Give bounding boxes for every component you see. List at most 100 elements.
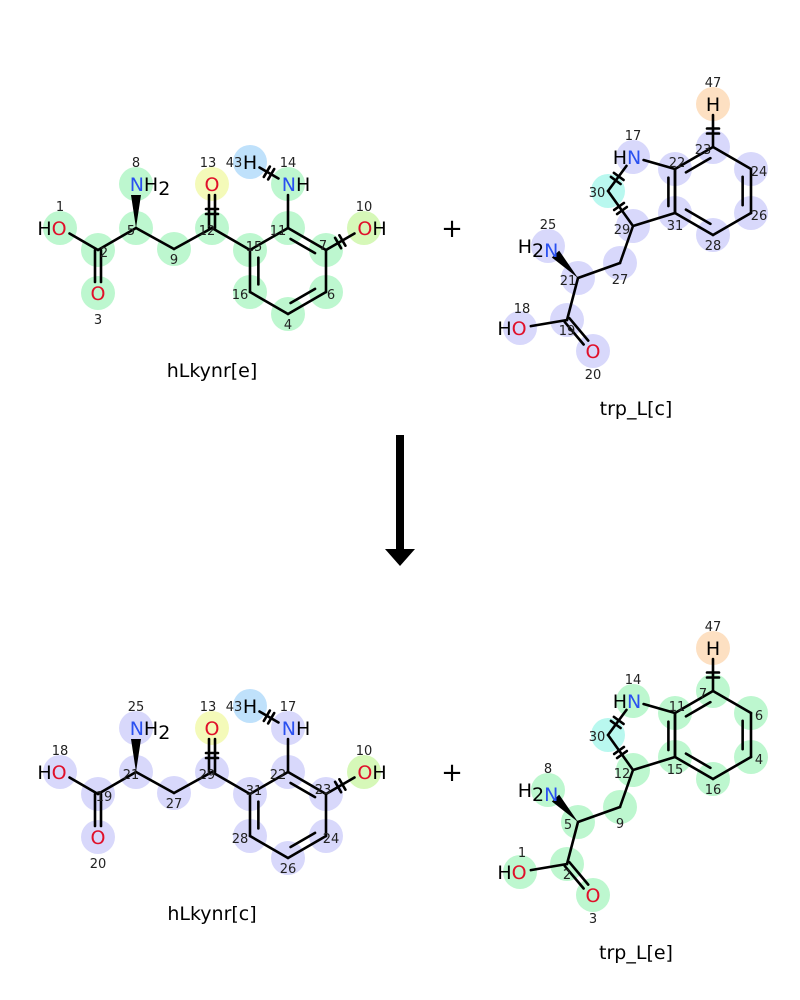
atom-number: 25 bbox=[128, 700, 145, 715]
atom-number: 21 bbox=[560, 274, 577, 289]
atom-highlight bbox=[119, 711, 153, 745]
bond bbox=[618, 224, 635, 265]
atom-c7: 23 bbox=[315, 783, 332, 798]
atom-c28: 28 bbox=[705, 239, 722, 254]
atom-number: 4 bbox=[284, 318, 292, 333]
atom-highlight bbox=[195, 167, 229, 201]
bond bbox=[172, 770, 214, 795]
atom-c30: 30 bbox=[589, 730, 606, 745]
atom-c9: 9 bbox=[170, 253, 178, 268]
atom-highlight bbox=[347, 755, 381, 789]
atom-label: HN bbox=[613, 147, 642, 169]
atom-highlight bbox=[576, 878, 610, 912]
atom-number: 31 bbox=[667, 219, 684, 234]
bond bbox=[642, 158, 677, 171]
atom-label: HO bbox=[37, 218, 66, 240]
bond bbox=[286, 834, 328, 860]
atom-number: 30 bbox=[589, 186, 606, 201]
bond bbox=[606, 189, 635, 228]
atom-number: 5 bbox=[564, 818, 572, 833]
bond bbox=[606, 733, 635, 772]
atom-number: 1 bbox=[518, 846, 526, 861]
bond bbox=[68, 232, 100, 252]
atom-c23: 7 bbox=[699, 687, 707, 702]
plus-sign-products: + bbox=[441, 758, 463, 788]
atom-c26: 26 bbox=[751, 209, 768, 224]
atom-label: H bbox=[243, 152, 257, 174]
aromatic-inner-bond bbox=[289, 237, 317, 255]
atom-label: OH bbox=[357, 762, 386, 784]
atom-o20: O20 bbox=[585, 341, 602, 383]
bond-change-mark bbox=[262, 709, 272, 723]
atom-number: 28 bbox=[232, 832, 249, 847]
bond bbox=[565, 276, 580, 322]
atom-o3: O3 bbox=[91, 283, 106, 328]
bond bbox=[618, 768, 635, 809]
atom-highlight bbox=[576, 334, 610, 368]
atom-label: NH2 bbox=[130, 174, 171, 200]
bond-change-mark bbox=[612, 201, 626, 212]
atom-c21: 21 bbox=[560, 274, 577, 289]
bond-change-mark bbox=[266, 167, 276, 181]
atom-highlight bbox=[43, 211, 77, 245]
atom-number: 31 bbox=[246, 784, 263, 799]
aromatic-inner-bond bbox=[289, 781, 317, 799]
aromatic-inner-bond bbox=[289, 831, 317, 849]
bond-change-mark bbox=[333, 780, 343, 794]
atom-c27: 9 bbox=[616, 817, 624, 832]
atom-c2: 2 bbox=[100, 246, 108, 261]
atoms: HO1819O2021NH2252729O133122NH17H4323OH10… bbox=[37, 696, 386, 877]
bond bbox=[286, 290, 328, 316]
atom-number: 8 bbox=[544, 762, 552, 777]
atom-c19: 2 bbox=[563, 868, 571, 883]
atom-highlight bbox=[696, 87, 730, 121]
bond bbox=[286, 770, 328, 796]
atom-number: 7 bbox=[699, 687, 707, 702]
atom-highlight bbox=[81, 820, 115, 854]
atom-number: 16 bbox=[232, 288, 249, 303]
bond-change-mark bbox=[338, 778, 347, 791]
bond bbox=[96, 226, 138, 252]
bond bbox=[631, 211, 677, 228]
atom-number: 43 bbox=[226, 156, 243, 171]
atom-number: 25 bbox=[540, 218, 557, 233]
atom-c4: 4 bbox=[284, 318, 292, 333]
bond bbox=[248, 834, 290, 860]
aromatic-inner-bond bbox=[289, 287, 317, 305]
atom-c22: 11 bbox=[669, 700, 686, 715]
bond-change-mark bbox=[266, 711, 276, 725]
atom-number: 27 bbox=[612, 273, 629, 288]
atom-number: 14 bbox=[625, 673, 642, 688]
bond-change-mark bbox=[609, 175, 622, 186]
atom-c29: 12 bbox=[614, 767, 631, 782]
atom-number: 15 bbox=[246, 240, 263, 255]
atom-label: NH bbox=[282, 718, 311, 740]
bond bbox=[673, 689, 715, 715]
atom-number: 6 bbox=[327, 288, 335, 303]
bond-change-mark bbox=[612, 745, 626, 756]
atom-label: O bbox=[586, 885, 601, 907]
atom-label: HO bbox=[497, 862, 526, 884]
atom-number: 15 bbox=[667, 763, 684, 778]
plus-sign-reactants: + bbox=[441, 214, 463, 244]
atom-number: 26 bbox=[280, 862, 297, 877]
atom-number: 29 bbox=[199, 768, 216, 783]
bond bbox=[324, 776, 356, 796]
atom-c30: 30 bbox=[589, 186, 606, 201]
double-bond bbox=[563, 320, 585, 346]
atom-number: 19 bbox=[96, 790, 113, 805]
atom-label: HO bbox=[37, 762, 66, 784]
atom-c28: 16 bbox=[705, 783, 722, 798]
atom-number: 30 bbox=[589, 730, 606, 745]
wedge-bond bbox=[551, 794, 578, 822]
atom-c22: 22 bbox=[669, 156, 686, 171]
atom-number: 4 bbox=[755, 753, 763, 768]
bond bbox=[324, 232, 356, 252]
atom-label: O bbox=[91, 283, 106, 305]
atom-number: 27 bbox=[166, 797, 183, 812]
atom-number: 22 bbox=[669, 156, 686, 171]
atom-label: O bbox=[205, 174, 220, 196]
